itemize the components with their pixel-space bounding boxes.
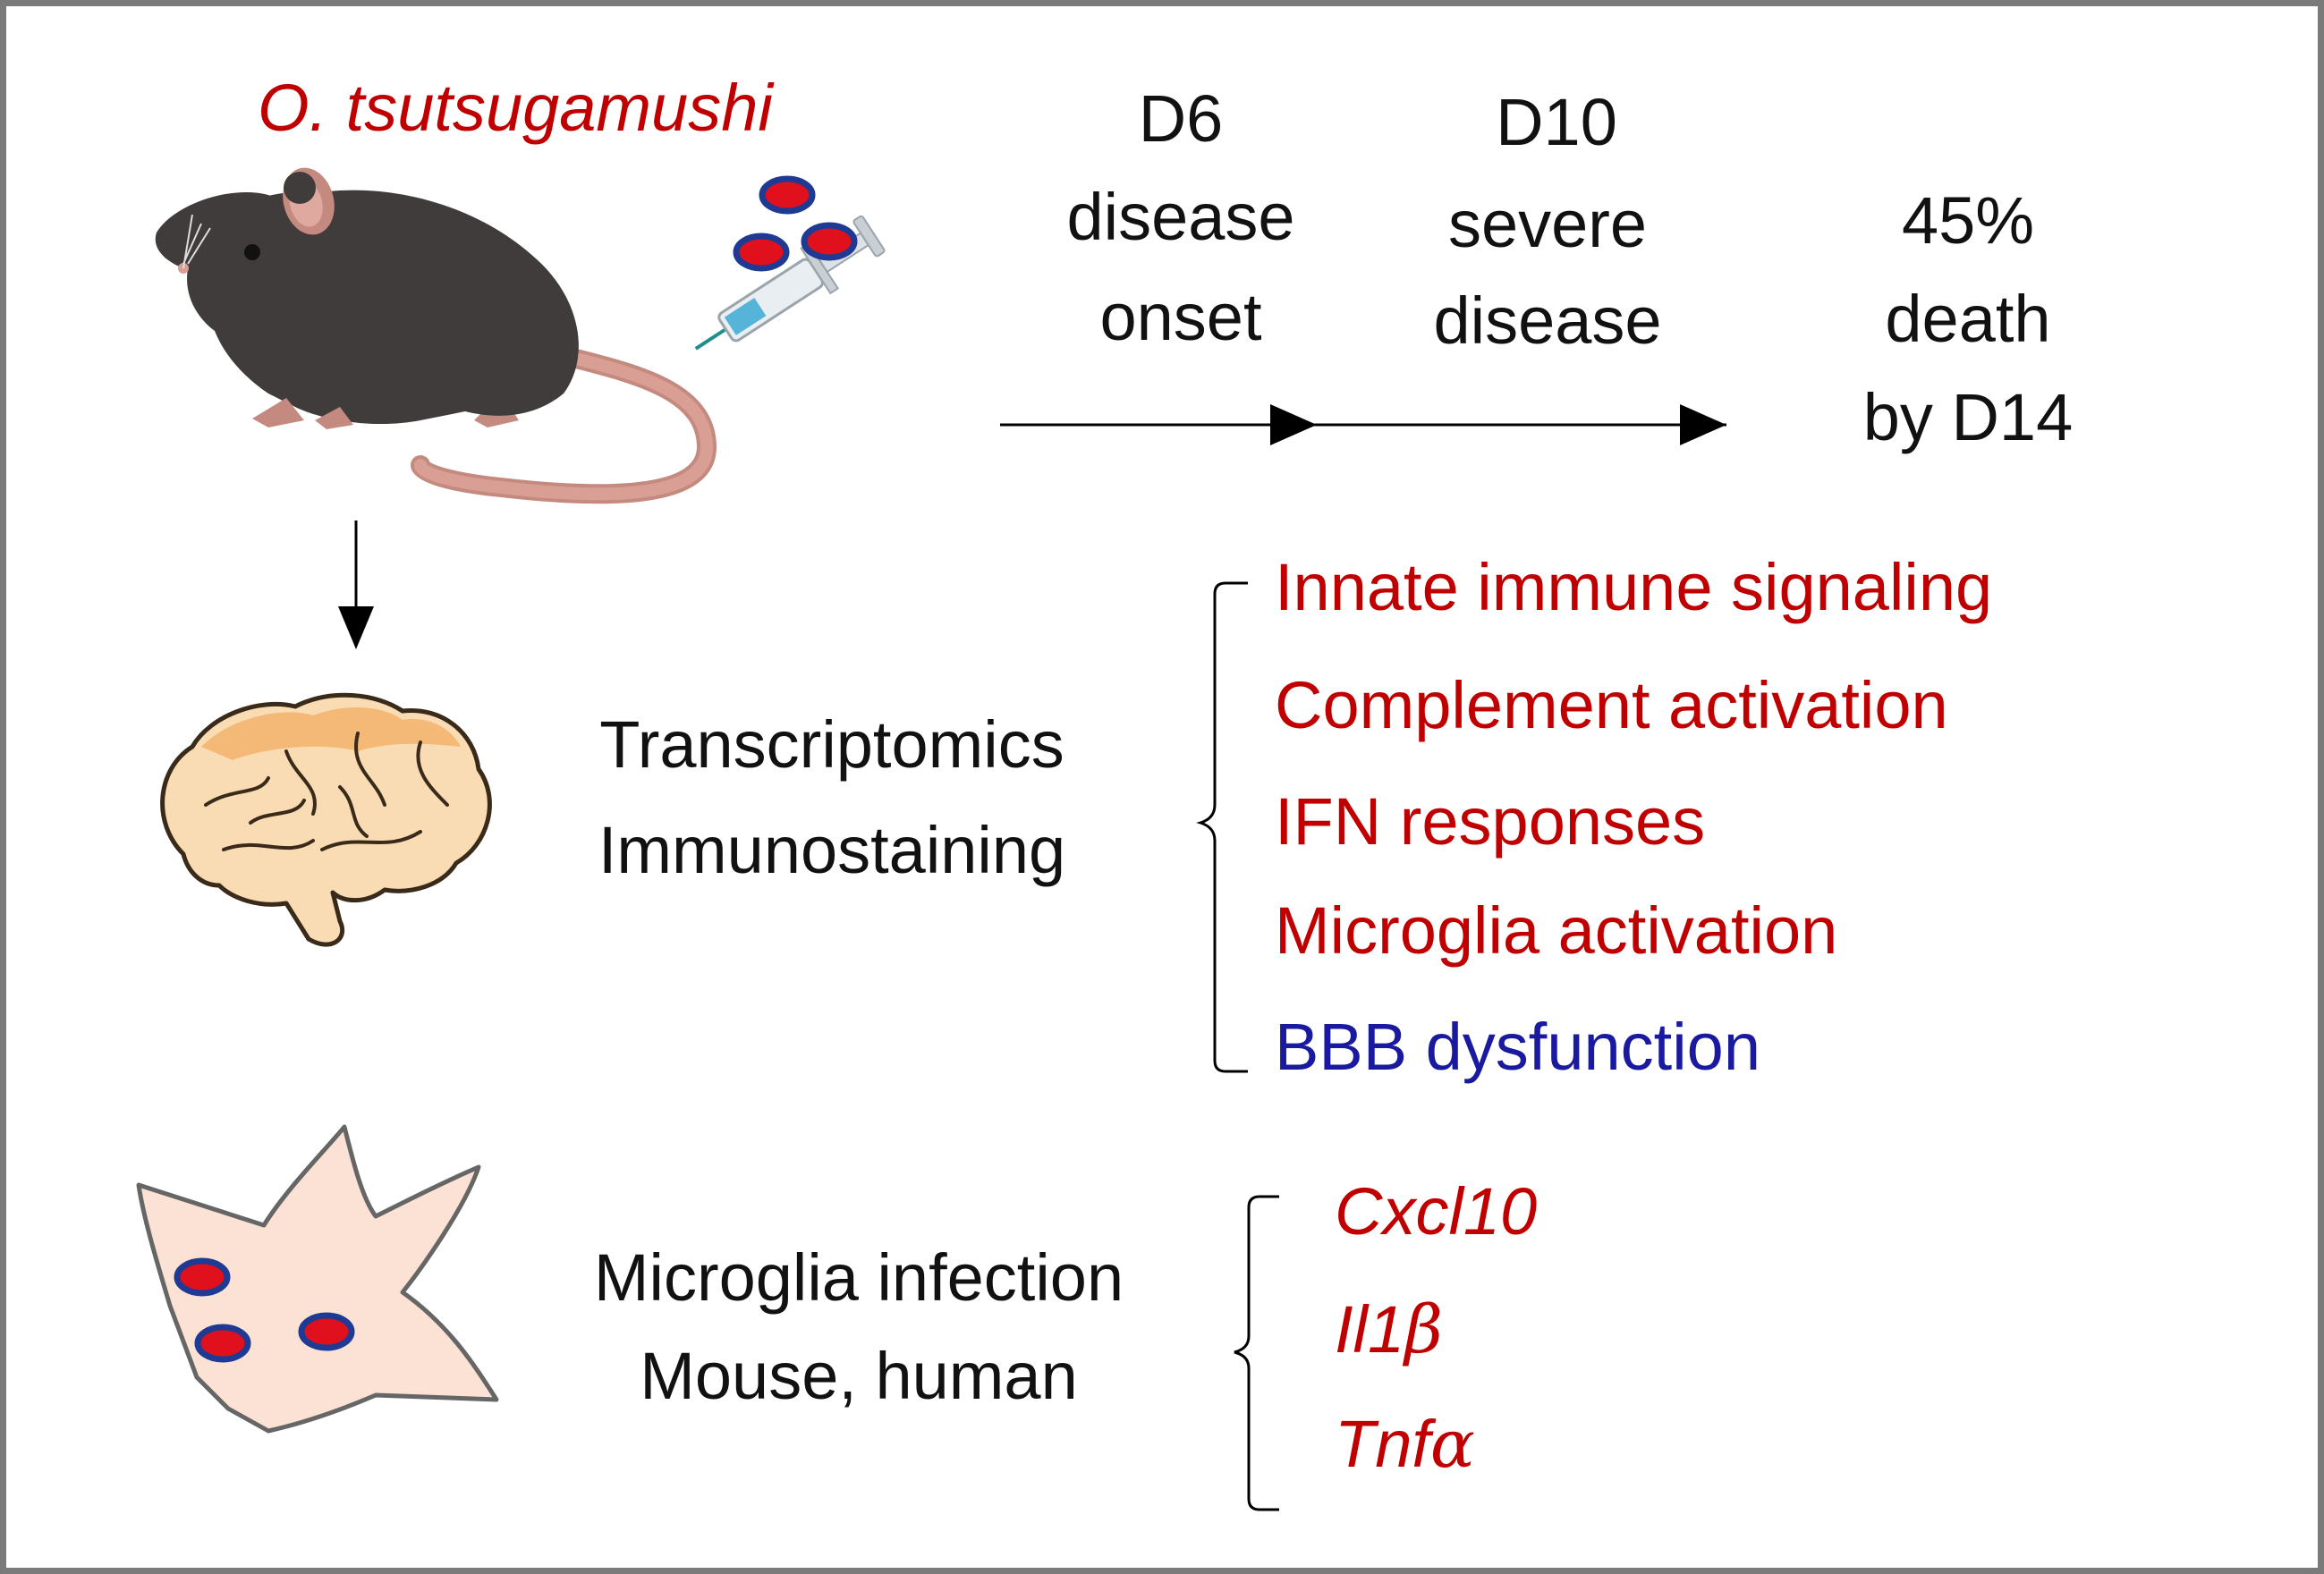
timeline-outcome-line3: by D14 [1862, 380, 2074, 454]
finding-bbb: BBB dysfunction [1275, 1010, 1760, 1084]
gene-tnfa-greek: α [1429, 1406, 1475, 1483]
bacteria-icon [298, 1312, 355, 1351]
brain-method-transcriptomics: Transcriptomics [599, 707, 1064, 782]
microglia-method-species: Mouse, human [640, 1339, 1078, 1413]
gene-il1b: Il1β [1335, 1297, 1443, 1364]
gene-cxcl10: Cxcl10 [1335, 1179, 1537, 1245]
brain-method-immunostaining: Immunostaining [598, 813, 1066, 887]
gene-cxcl10-text: Cxcl10 [1335, 1174, 1538, 1248]
timeline-d6-line3: onset [1099, 280, 1262, 354]
bacteria-icon [194, 1324, 251, 1363]
timeline-outcome-line1: 45% [1901, 183, 2035, 258]
bacteria-icon [174, 1257, 231, 1297]
bacteria-icon [759, 175, 816, 215]
timeline-d10-line2: severe [1447, 187, 1648, 261]
gene-il1b-greek: β [1404, 1291, 1443, 1368]
finding-complement: Complement activation [1275, 668, 1948, 742]
bacteria-group-top [733, 175, 858, 272]
gene-tnfa: Tnfα [1335, 1411, 1475, 1478]
timeline-arrowhead-2 [1680, 404, 1726, 445]
findings-bracket [1195, 581, 1248, 1073]
finding-microglia-activation: Microglia activation [1275, 893, 1838, 968]
mouse-icon [155, 167, 717, 504]
timeline-d10-day: D10 [1496, 85, 1617, 159]
gene-il1b-base: Il1 [1335, 1292, 1405, 1367]
bacteria-icon [801, 222, 858, 261]
down-arrowhead [338, 606, 374, 649]
timeline-d6-day: D6 [1138, 81, 1224, 156]
syringe-icon [694, 215, 886, 351]
finding-ifn: IFN responses [1275, 784, 1706, 859]
timeline-d6-line2: disease [1066, 180, 1295, 254]
microglia-method-infection: Microglia infection [593, 1240, 1124, 1315]
gene-tnfa-base: Tnf [1335, 1407, 1430, 1481]
timeline-d10-line3: disease [1433, 283, 1662, 358]
finding-innate-immune: Innate immune signaling [1275, 550, 1993, 624]
pathogen-label: O. tsutsugamushi [258, 71, 773, 145]
timeline-arrowhead-1 [1270, 404, 1317, 445]
timeline-outcome-line2: death [1885, 282, 2051, 356]
bacteria-icon [733, 233, 790, 272]
genes-bracket [1234, 1195, 1279, 1511]
brain-icon [160, 692, 492, 947]
bacteria-group-microglia [174, 1257, 355, 1363]
